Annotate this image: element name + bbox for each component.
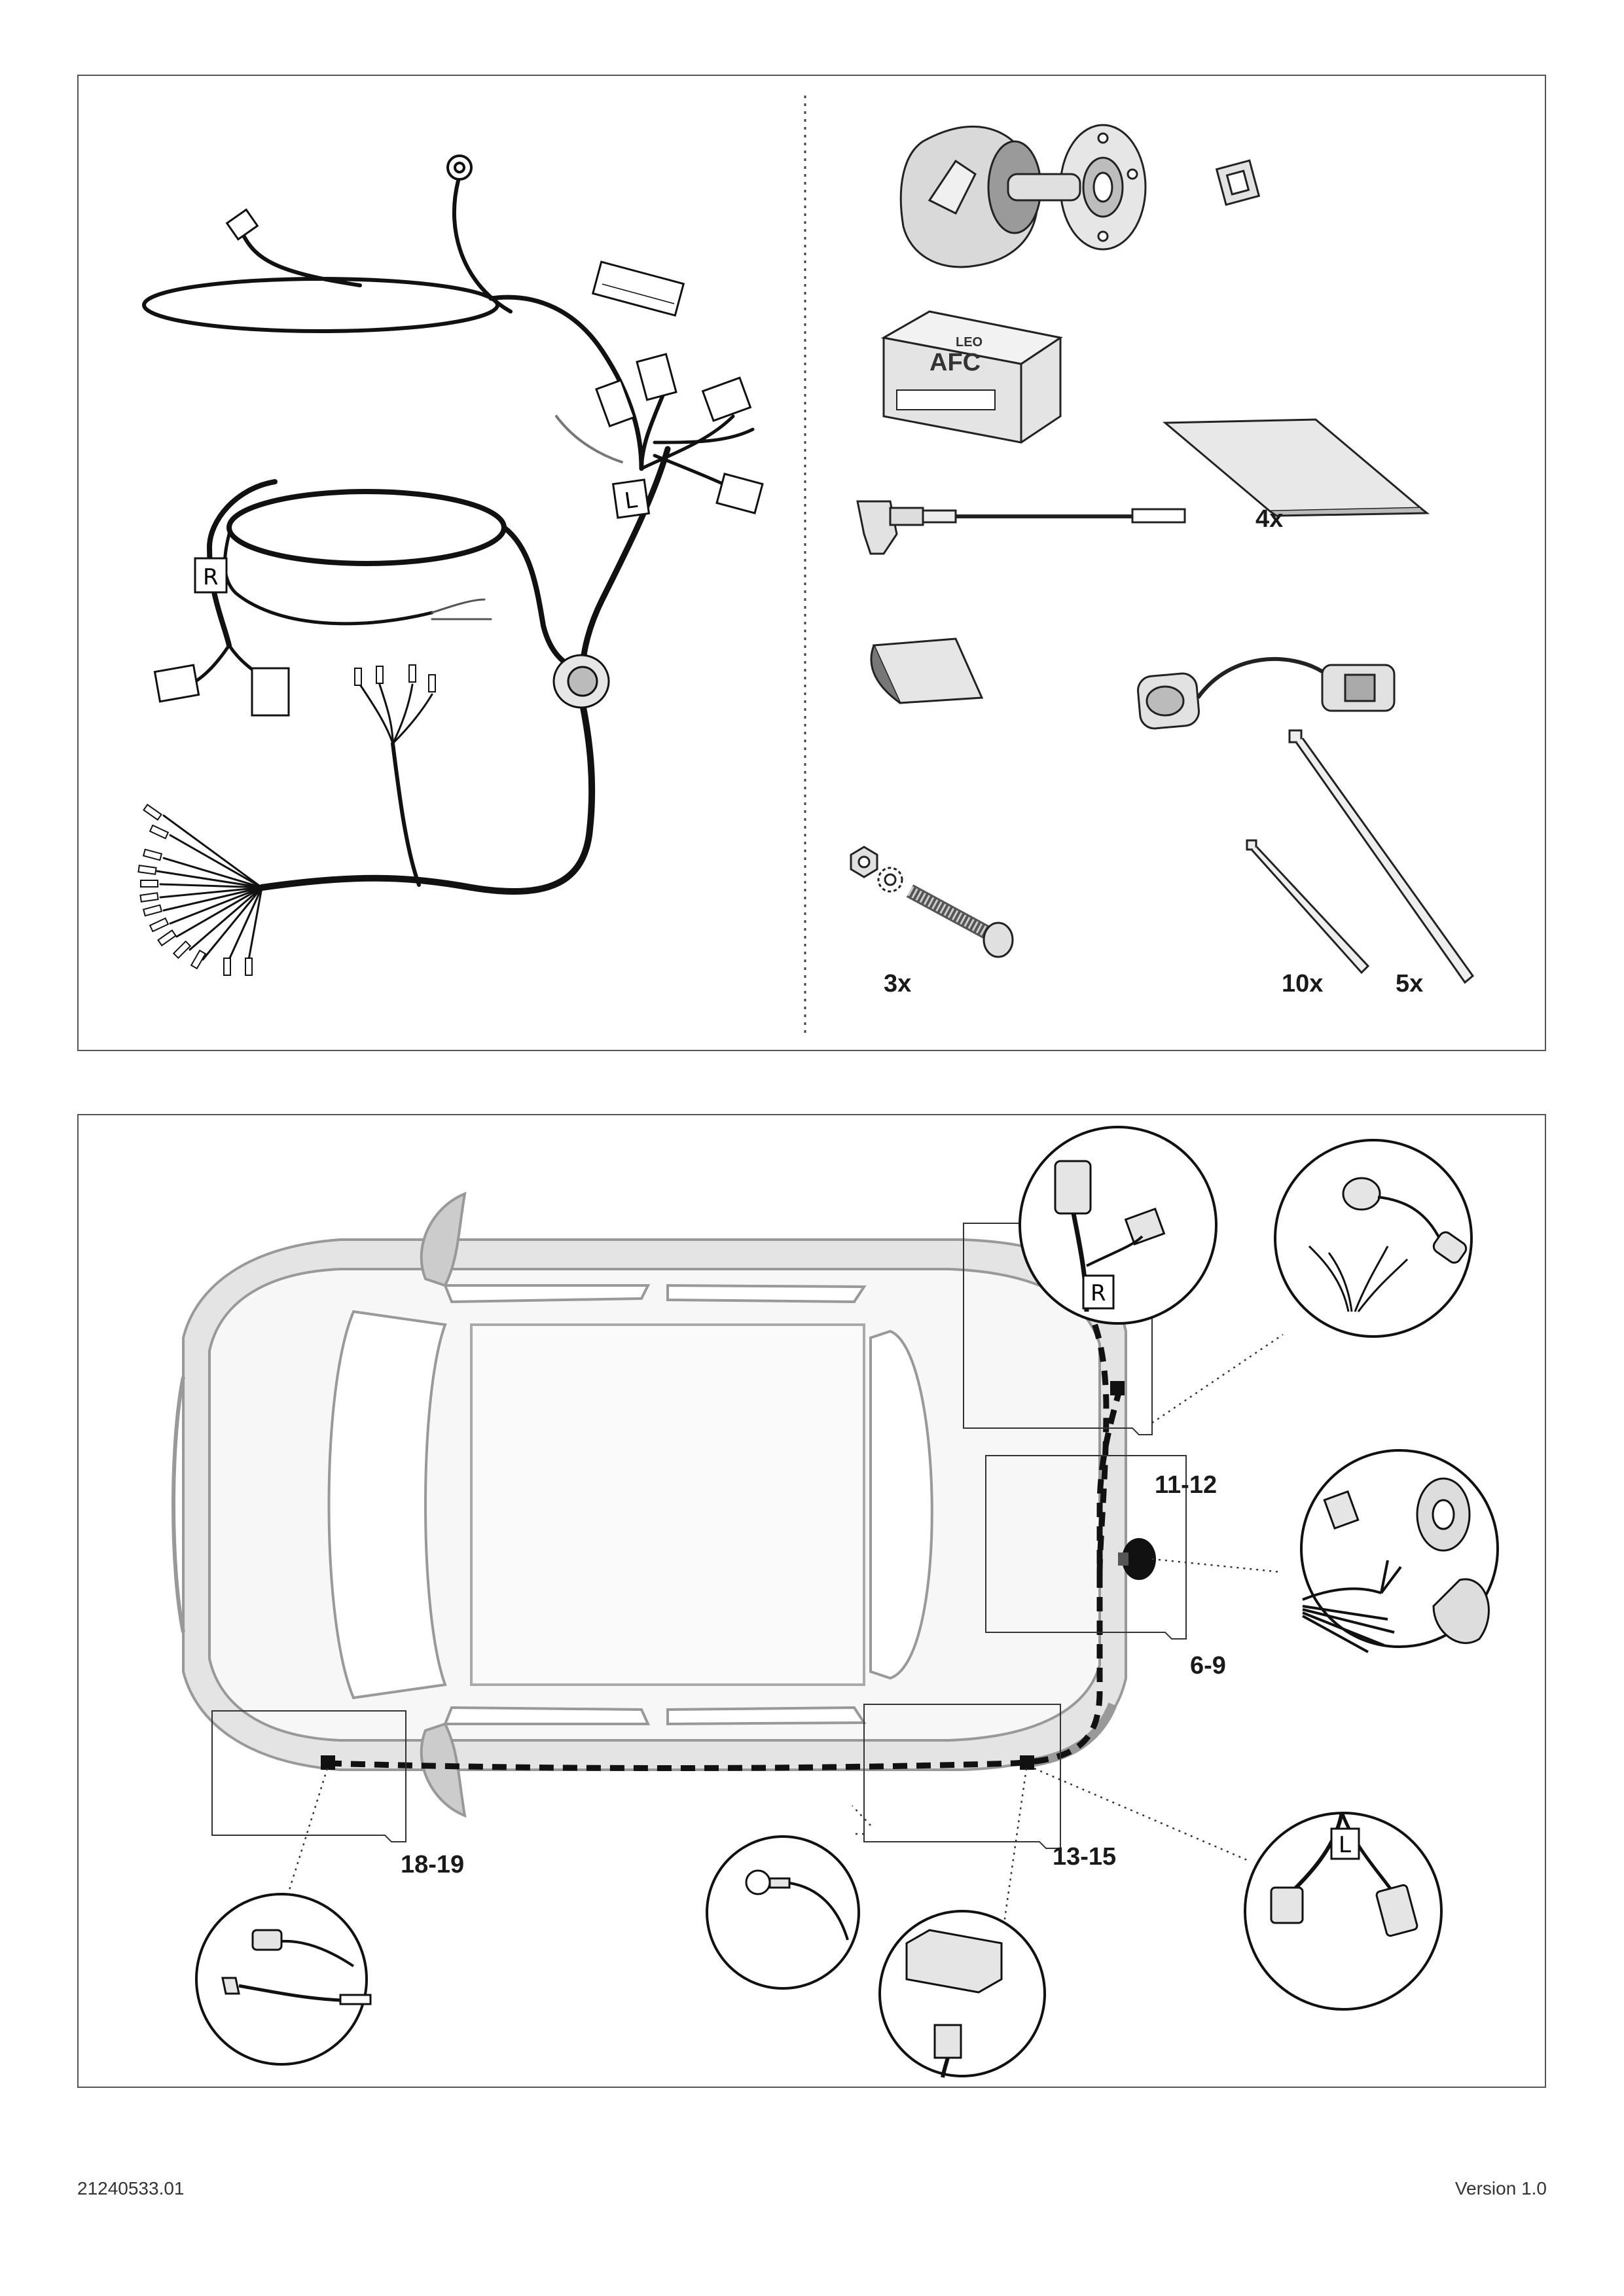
module-logo: AFC	[929, 349, 981, 376]
detail-box-l	[1330, 1827, 1360, 1860]
detail-box-r	[1082, 1274, 1115, 1310]
document-number: 21240533.01	[77, 2178, 185, 2198]
label-r: R	[203, 564, 219, 590]
bolt-kit-icon	[850, 846, 1014, 958]
qty-cable-ties-large: 5x	[1396, 970, 1424, 997]
leo-afc-module-icon: LEO AFC	[880, 310, 1063, 444]
qty-cable-ties-small: 10x	[1282, 970, 1324, 997]
detail-label-r: R	[1091, 1280, 1106, 1306]
step-label-rear-right: 11-12	[1155, 1471, 1218, 1499]
mounting-plate-icon	[1007, 124, 1147, 251]
tow-socket-marker	[1118, 1538, 1156, 1580]
step-label-front: 18-19	[401, 1851, 465, 1878]
module-brand: LEO	[956, 335, 983, 350]
adhesive-pad-icon	[870, 637, 984, 704]
qty-sealing-sheet: 4x	[1255, 505, 1284, 533]
detail-rr-connector-a	[1054, 1160, 1092, 1215]
label-box-r	[194, 557, 228, 594]
detail-contents	[221, 1160, 1490, 2078]
qty-bolts: 3x	[884, 970, 912, 997]
cable-route	[327, 1257, 1123, 1771]
cable-tie-large-icon	[1288, 729, 1475, 984]
harness-label-boxes: R L	[194, 478, 651, 594]
detail-ground	[706, 1835, 860, 1990]
label-box-l	[611, 478, 651, 519]
parts-illustration: R L	[137, 96, 1475, 1038]
installation-illustration: R L	[171, 1126, 1499, 2078]
step-label-rear-left: 13-15	[1053, 1843, 1117, 1871]
socket-13pin-icon	[899, 125, 1042, 268]
detail-adapter	[1274, 1139, 1473, 1338]
parts-panel: R L	[77, 75, 1546, 1051]
detail-label-l: L	[1339, 1832, 1351, 1858]
ring-terminal-icon	[446, 154, 473, 181]
pin-terminals	[137, 664, 436, 976]
installation-panel: R L 11-12 6-9 13-15 18-19	[77, 1114, 1546, 2088]
sealing-sheet-icon	[1162, 418, 1430, 517]
harness-connectors	[153, 208, 764, 717]
version-label: Version 1.0	[1454, 2178, 1547, 2198]
detail-front	[195, 1893, 368, 2066]
step-label-socket: 6-9	[1190, 1652, 1226, 1679]
extension-cable-icon	[856, 500, 1186, 555]
grommet-icon	[552, 654, 610, 709]
cable-tie-small-icon	[1246, 839, 1370, 975]
detail-rear-right	[1019, 1126, 1218, 1325]
adapter-cable-icon	[1137, 657, 1396, 730]
car-top-view	[171, 1191, 1127, 1818]
small-connector-icon	[1215, 159, 1261, 206]
